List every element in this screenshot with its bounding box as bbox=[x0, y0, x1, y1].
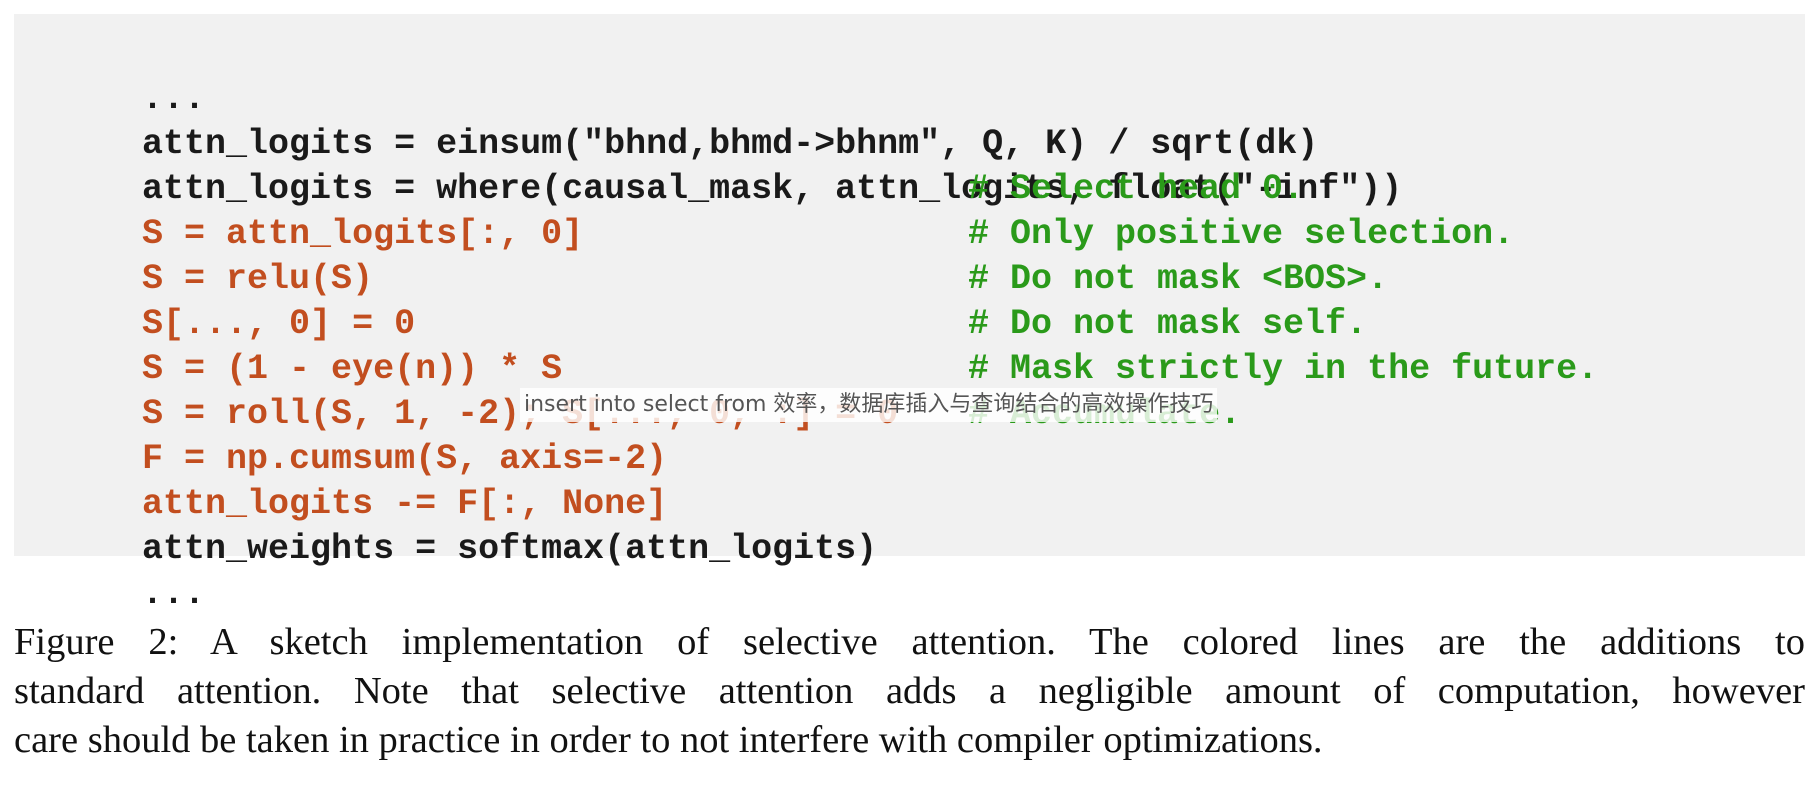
code-line-added: S[..., 0] = 0 # Do not mask <BOS>. bbox=[16, 257, 1402, 344]
code-text: F = np.cumsum(S, axis=-2) bbox=[142, 439, 668, 479]
code-text: ... bbox=[142, 574, 206, 614]
caption-line-1: Figure 2: A sketch implementation of sel… bbox=[14, 621, 1805, 663]
code-line-added: S = attn_logits[:, 0] # Select head 0. bbox=[16, 167, 1402, 254]
code-text: ... bbox=[142, 79, 206, 119]
code-comment: # Mask strictly in the future. bbox=[968, 349, 1599, 389]
code-text: attn_logits = where(causal_mask, attn_lo… bbox=[142, 169, 1403, 209]
code-line: attn_logits = einsum("bhnd,bhmd->bhnm", … bbox=[16, 77, 1402, 164]
caption-line-3: care should be taken in practice in orde… bbox=[14, 719, 1323, 761]
figure-caption: Figure 2: A sketch implementation of sel… bbox=[14, 618, 1805, 765]
watermark-overlay-text: insert into select from 效率，数据库插入与查询结合的高效… bbox=[520, 388, 1218, 422]
code-text: attn_weights = softmax(attn_logits) bbox=[142, 529, 878, 569]
code-line-added: S = (1 - eye(n)) * S # Do not mask self. bbox=[16, 302, 1402, 389]
code-text: S = relu(S) bbox=[142, 259, 374, 299]
code-line: attn_logits = where(causal_mask, attn_lo… bbox=[16, 122, 1402, 209]
code-comment: # Select head 0. bbox=[968, 169, 1305, 209]
code-text: attn_logits -= F[:, None] bbox=[142, 484, 668, 524]
code-block: ... attn_logits = einsum("bhnd,bhmd->bhn… bbox=[14, 14, 1805, 614]
code-lines: ... attn_logits = einsum("bhnd,bhmd->bhn… bbox=[16, 32, 1598, 614]
code-comment: # Do not mask <BOS>. bbox=[968, 259, 1389, 299]
code-line-added: S = relu(S) # Only positive selection. bbox=[16, 212, 1514, 299]
caption-line-2: standard attention. Note that selective … bbox=[14, 670, 1805, 712]
code-line-added: attn_logits -= F[:, None] bbox=[16, 437, 1402, 524]
code-line: ... bbox=[16, 527, 1402, 614]
code-comment: # Only positive selection. bbox=[968, 214, 1515, 254]
code-text: S = (1 - eye(n)) * S bbox=[142, 349, 563, 389]
code-line-added: S = roll(S, 1, -2); S[..., 0, :] = 0 # M… bbox=[16, 347, 1598, 434]
code-comment: # Do not mask self. bbox=[968, 304, 1368, 344]
code-line: attn_weights = softmax(attn_logits) bbox=[16, 482, 1402, 569]
code-text: attn_logits = einsum("bhnd,bhmd->bhnm", … bbox=[142, 124, 1319, 164]
code-text: S[..., 0] = 0 bbox=[142, 304, 416, 344]
code-text: S = attn_logits[:, 0] bbox=[142, 214, 584, 254]
code-line: ... bbox=[16, 32, 1402, 119]
